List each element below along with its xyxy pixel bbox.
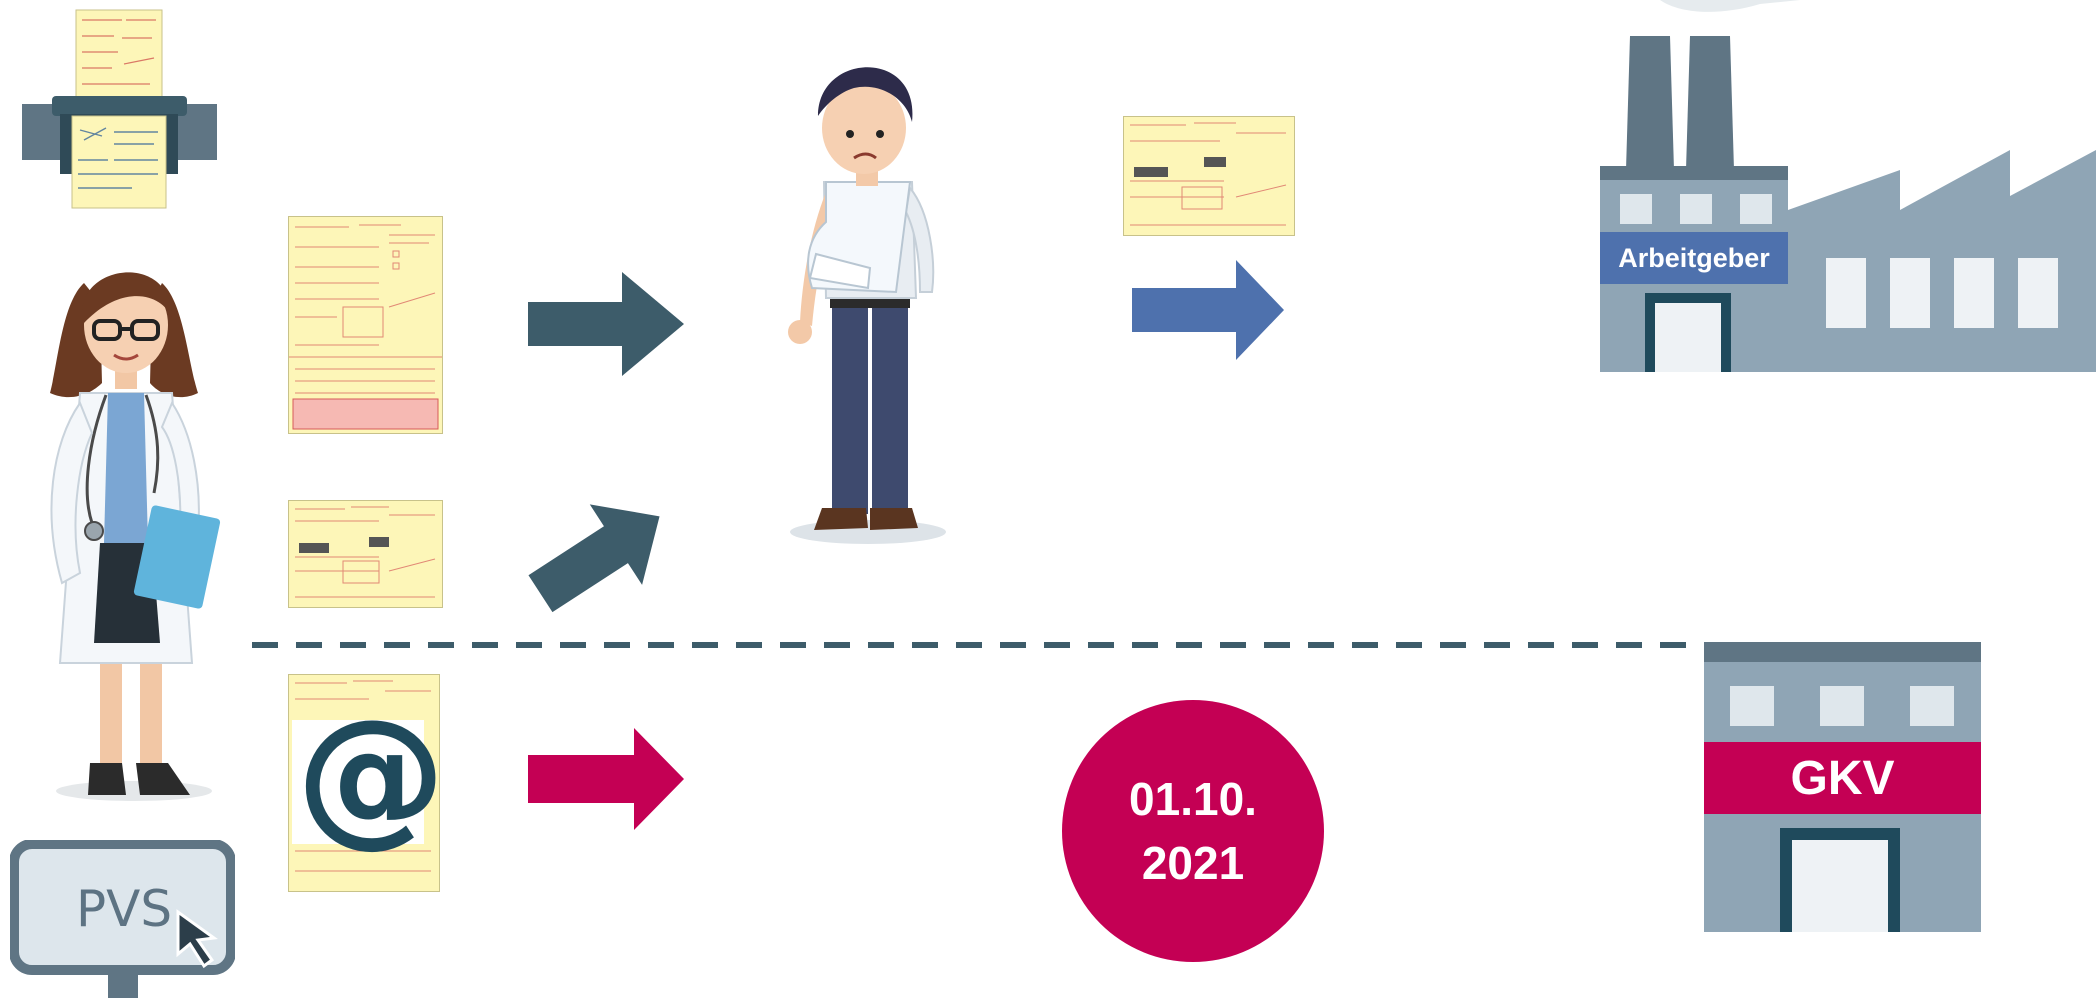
doctor-illustration <box>22 243 222 805</box>
patient-illustration <box>760 42 960 547</box>
employer-factory: Arbeitgeber <box>1600 0 2096 372</box>
pvs-label: PVS <box>76 880 173 938</box>
e-logo-badge <box>292 720 424 844</box>
gkv-label: GKV <box>1790 752 1895 805</box>
date-badge <box>1062 700 1324 962</box>
date-line-2: 2021 <box>1141 837 1245 889</box>
paper-au-form-full <box>288 216 443 434</box>
arrow-right-paper <box>528 272 684 376</box>
paper-au-form-employer <box>1123 116 1295 236</box>
separator-line <box>252 642 1692 648</box>
e-logo-icon: @ <box>296 688 446 862</box>
arrow-right-employer <box>1132 260 1284 360</box>
printer-icon <box>22 8 217 213</box>
arrow-diagonal-paper <box>528 504 660 613</box>
gkv-building: GKV <box>1704 642 1981 932</box>
pvs-monitor: PVS <box>10 840 235 998</box>
arrow-right-electronic <box>528 728 684 830</box>
employer-label: Arbeitgeber <box>1618 243 1770 273</box>
date-line-1: 01.10. <box>1129 773 1257 825</box>
paper-au-form-barcode <box>288 500 443 608</box>
